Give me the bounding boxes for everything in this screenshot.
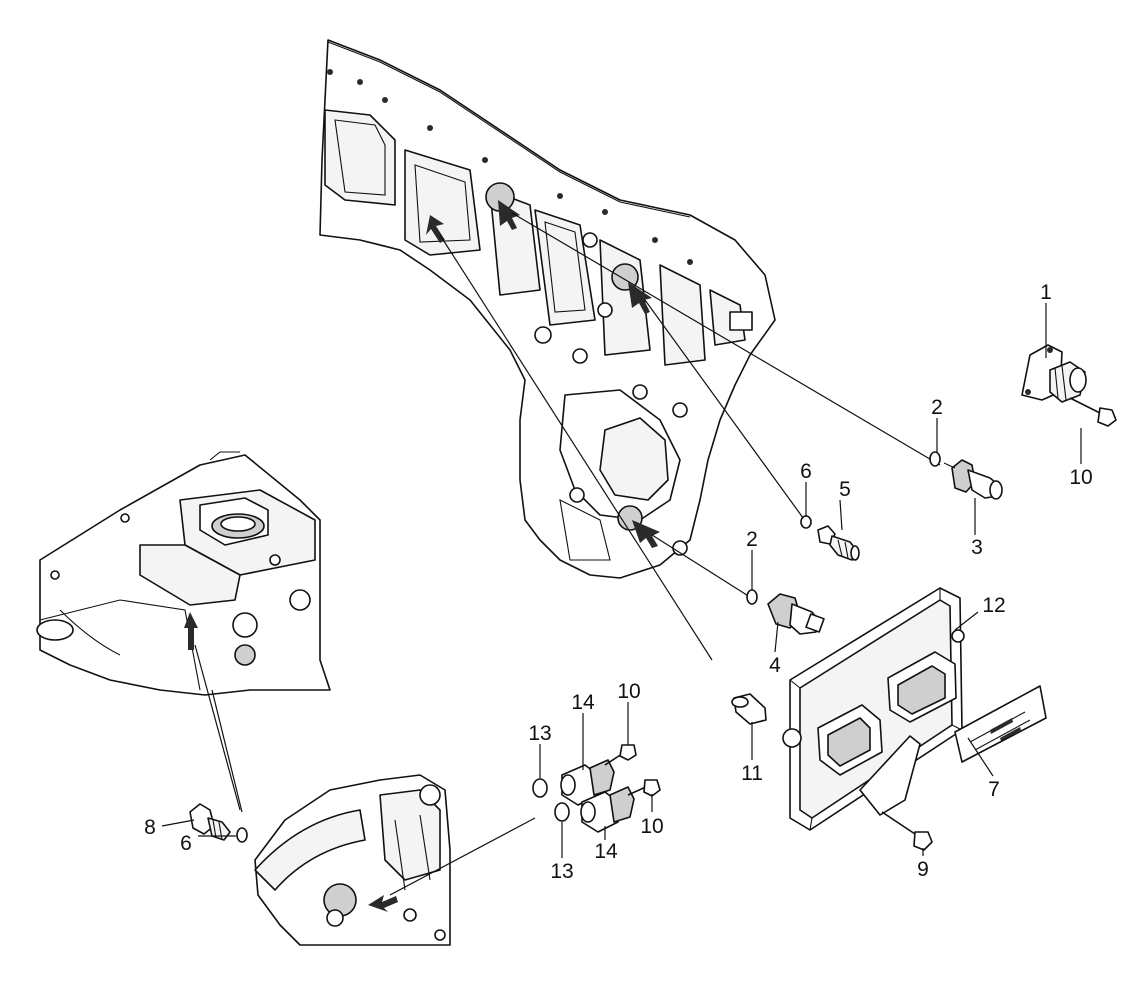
callout-4: 4 — [769, 654, 781, 677]
engine-block — [319, 39, 776, 579]
part-9-bolt — [881, 811, 933, 851]
callout-10-mid: 10 — [617, 680, 640, 703]
part-14-sensor-lower — [580, 786, 635, 833]
callout-6-center: 6 — [800, 460, 812, 483]
callout-1: 1 — [1040, 281, 1052, 304]
part-7-label-plate — [954, 685, 1047, 763]
part-2-oring-upper — [929, 451, 941, 467]
callout-8: 8 — [144, 816, 156, 839]
bottom-housing-inset — [254, 774, 451, 946]
part-3-sensor — [943, 459, 1003, 500]
part-13-oring-upper — [532, 778, 548, 798]
part-6-washer-center — [800, 515, 812, 529]
callout-6-left: 6 — [180, 832, 192, 855]
part-8-sensor — [189, 803, 231, 841]
part-11-spacer — [731, 693, 767, 725]
callout-12: 12 — [982, 594, 1005, 617]
part-10-bolt-low — [627, 779, 661, 797]
part-1-flanged-sensor — [1021, 344, 1087, 403]
part-5-sensor — [817, 525, 860, 561]
callout-leaders — [161, 303, 1082, 858]
callout-10-low: 10 — [640, 815, 663, 838]
callout-5: 5 — [839, 478, 851, 501]
part-4-sensor — [767, 593, 825, 635]
part-6-washer-left — [236, 827, 248, 843]
part-14-sensor-upper — [560, 759, 615, 806]
part-2-oring-lower — [746, 589, 758, 605]
callout-13-upper: 13 — [528, 722, 551, 745]
callout-2-upper: 2 — [931, 396, 943, 419]
callout-14-lower: 14 — [594, 840, 618, 863]
callout-13-lower: 13 — [550, 860, 573, 883]
callout-14-upper: 14 — [571, 691, 595, 714]
part-10-bolt-top — [1069, 397, 1117, 427]
callout-11: 11 — [741, 762, 763, 785]
left-housing-inset — [36, 451, 331, 696]
callout-7: 7 — [988, 778, 1000, 801]
part-10-bolt-mid — [604, 744, 637, 766]
callout-2-lower: 2 — [746, 528, 758, 551]
callout-10-top: 10 — [1069, 466, 1092, 489]
part-12-ecu — [782, 587, 965, 831]
callout-labels: 1 2 2 3 4 5 6 6 7 8 9 10 10 10 11 12 13 … — [144, 281, 1093, 883]
callout-3: 3 — [971, 536, 983, 559]
part-13-oring-lower — [554, 802, 570, 822]
callout-9: 9 — [917, 858, 929, 881]
explosion-lines — [194, 212, 941, 896]
